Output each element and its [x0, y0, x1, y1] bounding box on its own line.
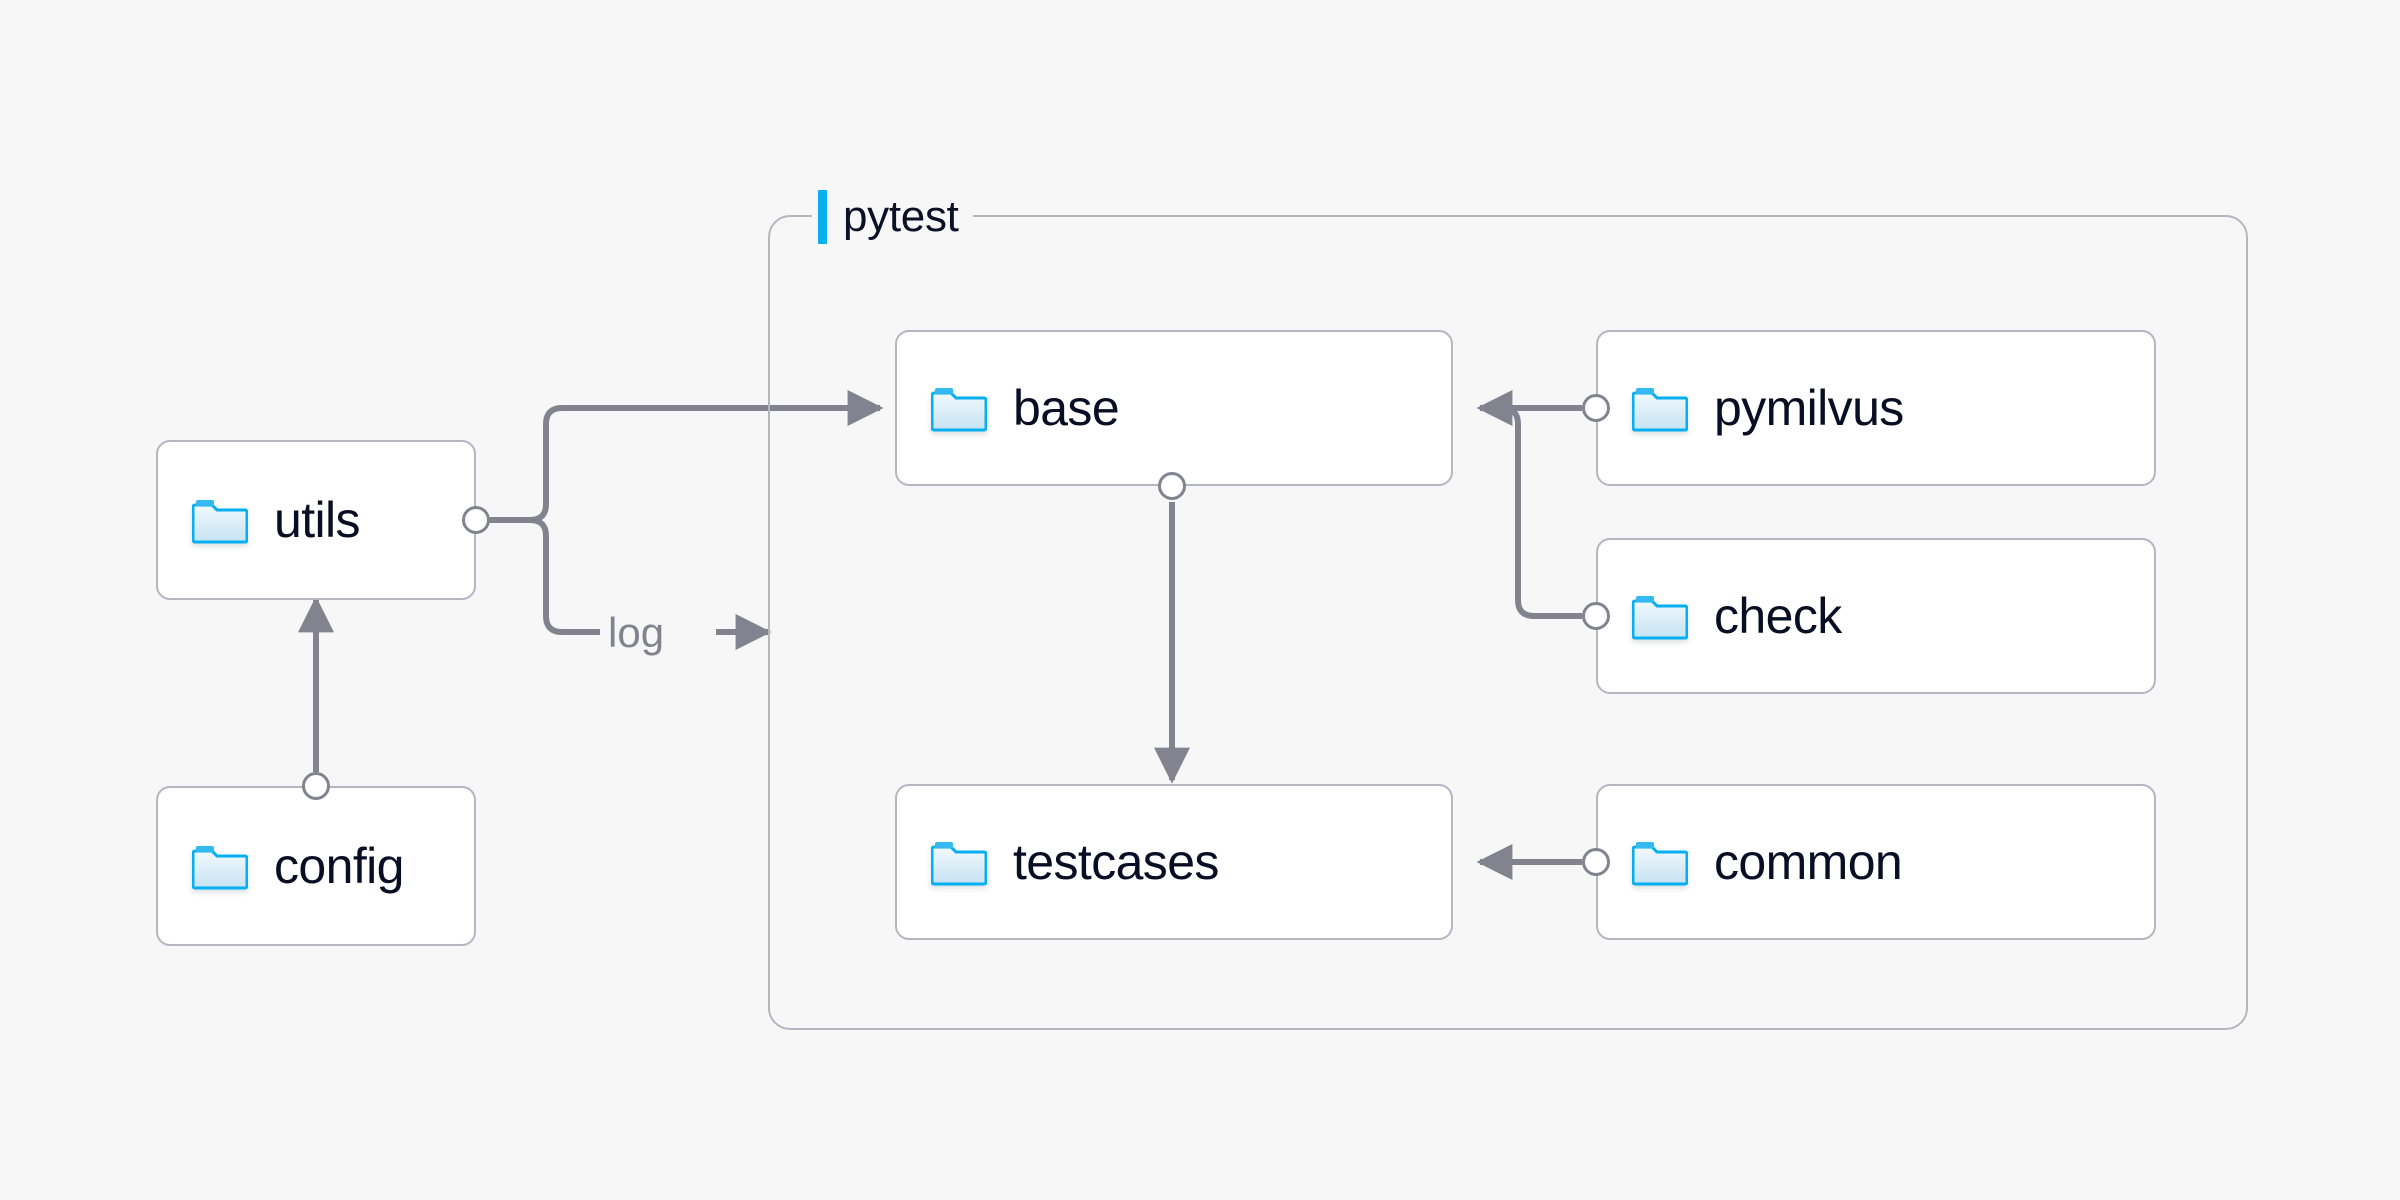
folder-icon — [931, 388, 987, 432]
node-base[interactable]: base — [895, 330, 1453, 486]
node-base-content: base — [897, 380, 1120, 436]
folder-icon — [192, 500, 248, 544]
edge-label-log-text: log — [608, 609, 665, 656]
port-utils-right[interactable] — [462, 506, 490, 534]
node-label: check — [1714, 588, 1842, 644]
edge-utils-log — [529, 517, 600, 635]
node-check[interactable]: check — [1596, 538, 2156, 694]
port-check-left[interactable] — [1582, 602, 1610, 630]
node-label: base — [1013, 380, 1120, 436]
node-common[interactable]: common — [1596, 784, 2156, 940]
port-pymilvus-left[interactable] — [1582, 394, 1610, 422]
node-pymilvus-content: pymilvus — [1598, 383, 1904, 433]
node-utils-content: utils — [158, 492, 361, 548]
folder-icon — [1632, 596, 1688, 640]
node-testcases-content: testcases — [897, 837, 1219, 887]
node-testcases[interactable]: testcases — [895, 784, 1453, 940]
group-accent-bar — [818, 190, 827, 244]
folder-icon — [931, 842, 987, 886]
node-label: utils — [274, 492, 361, 548]
pytest-group-label: pytest — [812, 190, 973, 244]
port-base-bottom[interactable] — [1158, 472, 1186, 500]
port-config-top[interactable] — [302, 772, 330, 800]
edge-check-base — [1480, 405, 1582, 619]
pytest-group-container — [768, 215, 2248, 1030]
edge-label-log: log — [600, 609, 673, 656]
node-pymilvus[interactable]: pymilvus — [1596, 330, 2156, 486]
node-config-content: config — [158, 841, 404, 891]
edge-utils-base — [529, 390, 884, 523]
node-label: pymilvus — [1714, 380, 1904, 436]
folder-icon — [1632, 388, 1688, 432]
port-common-left[interactable] — [1582, 848, 1610, 876]
node-label: testcases — [1013, 834, 1219, 890]
node-utils[interactable]: utils — [156, 440, 476, 600]
node-label: config — [274, 838, 404, 894]
folder-icon — [192, 846, 248, 890]
node-label: common — [1714, 834, 1903, 890]
folder-icon — [1632, 842, 1688, 886]
node-common-content: common — [1598, 834, 1903, 890]
node-check-content: check — [1598, 591, 1842, 641]
group-label-text: pytest — [843, 192, 959, 241]
node-config[interactable]: config — [156, 786, 476, 946]
